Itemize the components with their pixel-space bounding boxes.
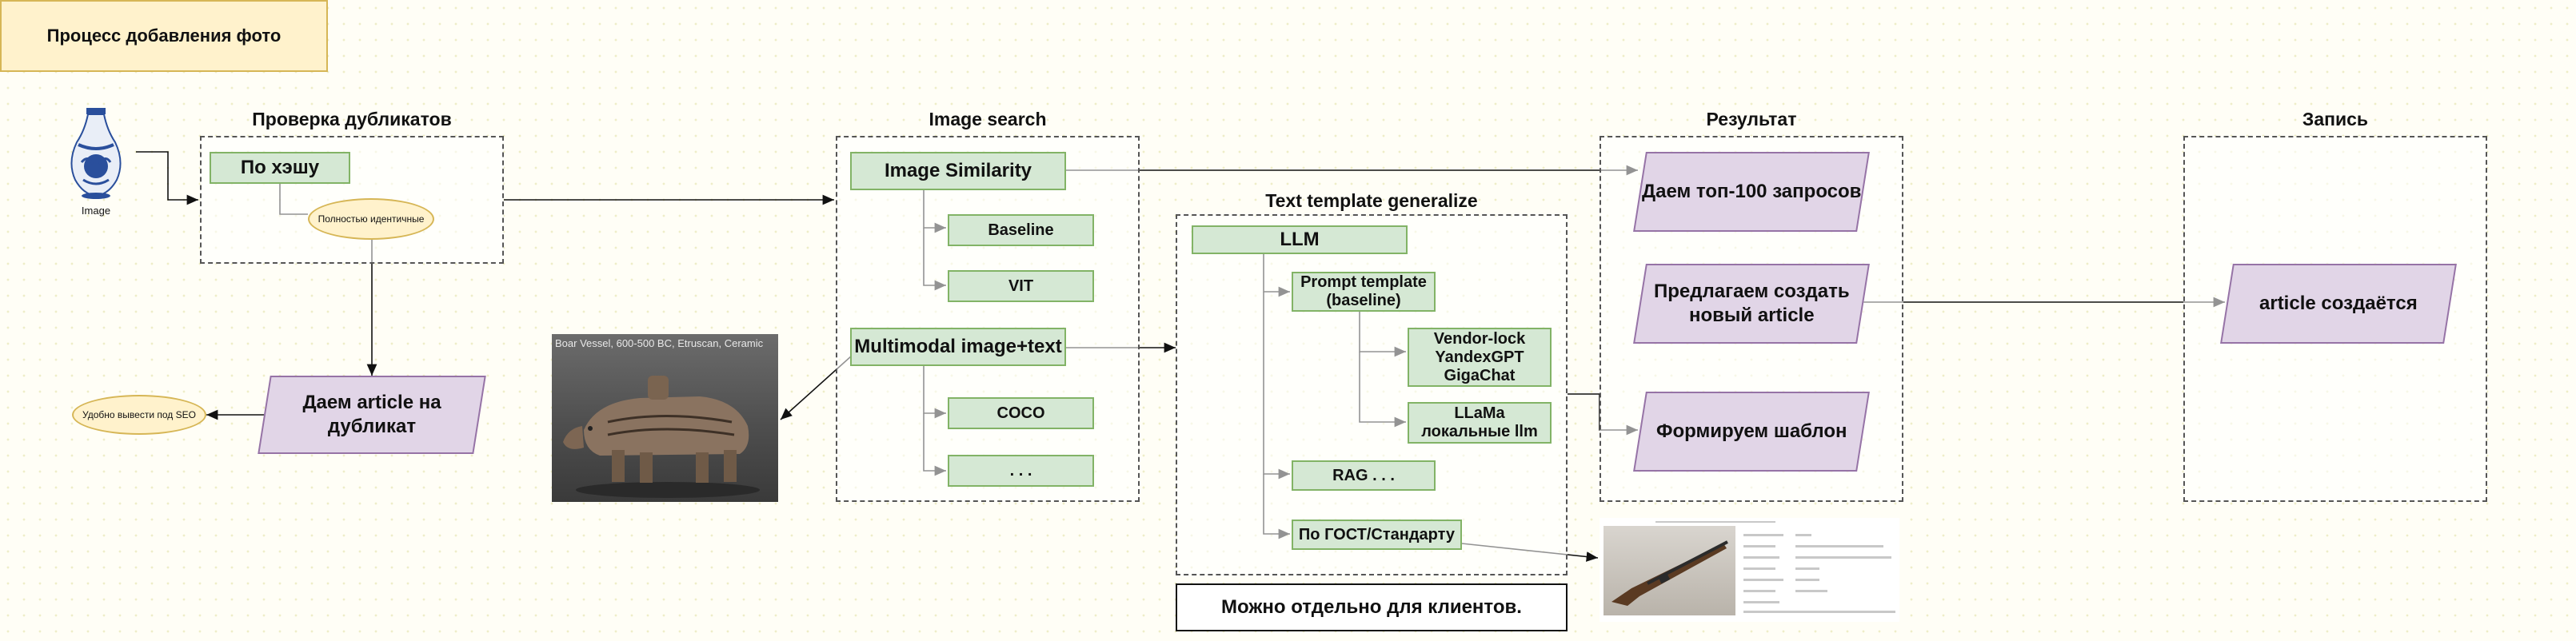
- image-search-frame: [836, 136, 1140, 502]
- rag-node[interactable]: RAG . . .: [1292, 460, 1436, 491]
- page-title: Процесс добавления фото: [0, 0, 328, 72]
- vendor-lock-node[interactable]: Vendor-lock YandexGPT GigaChat: [1408, 328, 1552, 387]
- article-created-node[interactable]: article создаётся: [2220, 264, 2457, 344]
- identical-ellipse[interactable]: Полностью идентичные: [308, 198, 434, 240]
- section-duplicates-label: Проверка дубликатов: [252, 109, 452, 129]
- vendor-line1: Vendor-lock: [1433, 329, 1526, 348]
- image-similarity-node[interactable]: Image Similarity: [850, 152, 1066, 190]
- llama-line2: локальные llm: [1421, 423, 1538, 440]
- image-caption: Image: [81, 205, 111, 217]
- clients-note: Можно отдельно для клиентов.: [1176, 583, 1568, 631]
- seo-note-ellipse[interactable]: Удобно вывести под SEO: [72, 395, 206, 435]
- template-node[interactable]: Формируем шаблон: [1633, 392, 1870, 472]
- by-hash-node[interactable]: По хэшу: [210, 152, 350, 184]
- section-result-label: Результат: [1706, 109, 1797, 129]
- rifle-document-thumbnail: [1600, 518, 1899, 622]
- multimodal-node[interactable]: Multimodal image+text: [850, 328, 1066, 366]
- prompt-template-line1: Prompt template: [1300, 273, 1427, 291]
- vase-icon: [64, 106, 128, 202]
- baseline-node[interactable]: Baseline: [948, 214, 1094, 246]
- vit-node[interactable]: VIT: [948, 270, 1094, 302]
- coco-node[interactable]: COCO: [948, 397, 1094, 429]
- new-article-line2: новый article: [1688, 305, 1815, 326]
- new-article-label: Предлагаем создать новый article: [1654, 280, 1850, 328]
- llm-node[interactable]: LLM: [1192, 225, 1408, 254]
- give-article-node[interactable]: Даем article на дубликат: [258, 376, 486, 454]
- prompt-template-node[interactable]: Prompt template (baseline): [1292, 272, 1436, 312]
- llama-node[interactable]: LLaMa локальные llm: [1408, 402, 1552, 444]
- new-article-line1: Предлагаем создать: [1653, 281, 1850, 302]
- section-record-label: Запись: [2302, 109, 2369, 129]
- llama-line1: LLaMa: [1454, 404, 1505, 422]
- top100-node[interactable]: Даем топ-100 запросов: [1633, 152, 1870, 232]
- vendor-line2: YandexGPT: [1435, 348, 1524, 366]
- new-article-node[interactable]: Предлагаем создать новый article: [1633, 264, 1870, 344]
- prompt-template-line2: (baseline): [1326, 292, 1401, 309]
- vendor-line3: GigaChat: [1444, 366, 1516, 384]
- give-article-label: Даем article на дубликат: [302, 392, 441, 437]
- template-label: Формируем шаблон: [1655, 420, 1847, 442]
- boar-vessel-photo: Boar Vessel, 600-500 BC, Etruscan, Ceram…: [552, 334, 778, 502]
- section-image-search-label: Image search: [929, 109, 1047, 129]
- gost-node[interactable]: По ГОСТ/Стандарту: [1292, 520, 1462, 550]
- article-created-label: article создаётся: [2259, 293, 2418, 314]
- top100-label: Даем топ-100 запросов: [1641, 181, 1862, 202]
- more-node[interactable]: . . .: [948, 455, 1094, 487]
- section-text-template-label: Text template generalize: [1265, 190, 1478, 211]
- artwork-caption: Boar Vessel, 600-500 BC, Etruscan, Ceram…: [555, 337, 764, 349]
